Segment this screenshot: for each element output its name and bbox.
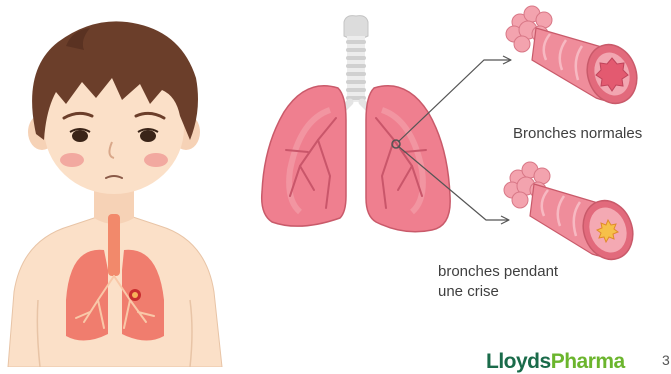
brand-part-lloyds: Lloyds: [486, 350, 551, 373]
normal-bronchus-lumen: [596, 58, 628, 91]
child-trachea: [108, 214, 120, 276]
label-crisis-line1: bronches pendant: [438, 263, 558, 280]
normal-bronchus-icon: [506, 6, 645, 110]
larynx: [344, 16, 368, 39]
page-number: 3: [662, 352, 670, 368]
child-figure: [8, 21, 222, 367]
brand-logo: LloydsPharma: [486, 350, 625, 374]
label-crisis-line2: une crise: [438, 283, 499, 300]
lungs-illustration: [262, 16, 450, 232]
left-lung: [262, 86, 346, 226]
label-normal-bronchi: Bronches normales: [513, 124, 642, 144]
label-crisis-bronchi: bronches pendant une crise: [438, 262, 608, 302]
child-right-eye: [140, 130, 156, 142]
constricted-bronchus-icon: [504, 162, 641, 266]
child-left-cheek: [60, 153, 84, 167]
child-right-cheek: [144, 153, 168, 167]
brand-part-pharma: Pharma: [551, 350, 625, 373]
child-left-eye: [72, 130, 88, 142]
